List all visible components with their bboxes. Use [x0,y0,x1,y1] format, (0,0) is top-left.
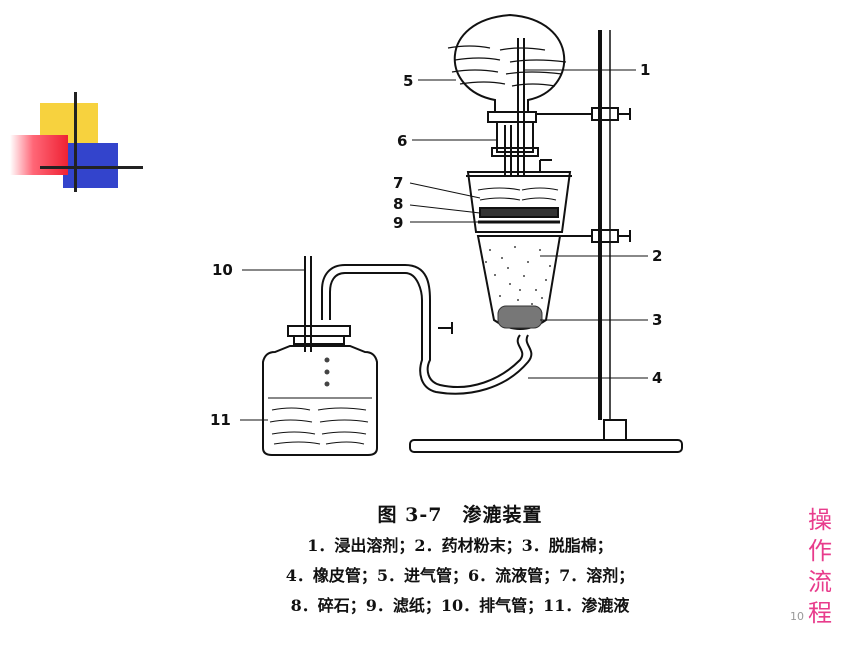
label-10: 10 [212,261,233,279]
figure-legend-line-2: 4．橡皮管；5．进气管；6．流液管；7．溶剂； [285,566,635,585]
outlet-tube-joint [496,121,534,153]
deco-vertical-line [74,92,77,192]
bottle-cap [287,325,351,337]
label-5: 5 [403,72,413,90]
deco-horizontal-line [40,166,143,169]
deco-blue-square [63,143,118,188]
side-heading-char: 程 [808,599,832,627]
slide-page-number: 10 [790,610,804,623]
side-heading-char: 流 [808,568,832,596]
label-2: 2 [652,247,662,265]
figure-caption-title: 图 3-7 渗漉装置 [377,504,543,526]
label-4: 4 [652,369,662,387]
stand-foot [603,419,627,441]
rubber-tube [321,264,524,389]
upper-clamp [591,107,619,121]
side-heading-operation-process: 操 作 流 程 [805,505,835,629]
lower-clamp [591,229,619,243]
figure-legend-line-3: 8．碎石；9．滤纸；10．排气管；11．渗漉液 [290,596,630,615]
side-heading-char: 操 [808,506,832,534]
side-heading-char: 作 [808,537,832,565]
figure-legend-line-1: 1．浸出溶剂；2．药材粉末；3．脱脂棉； [307,536,613,555]
label-6: 6 [397,132,407,150]
stand-base [409,439,683,453]
collection-bottle [262,345,378,456]
label-8: 8 [393,195,403,213]
leader-8 [409,204,481,214]
label-1: 1 [640,61,650,79]
leader-7 [409,182,481,199]
label-7: 7 [393,174,403,192]
cotton-plug [497,305,543,329]
solvent-flask [453,13,565,113]
label-3: 3 [652,311,662,329]
powder-dots [324,246,551,387]
gravel-layer [479,207,559,218]
label-9: 9 [393,214,403,232]
label-11: 11 [210,411,231,429]
